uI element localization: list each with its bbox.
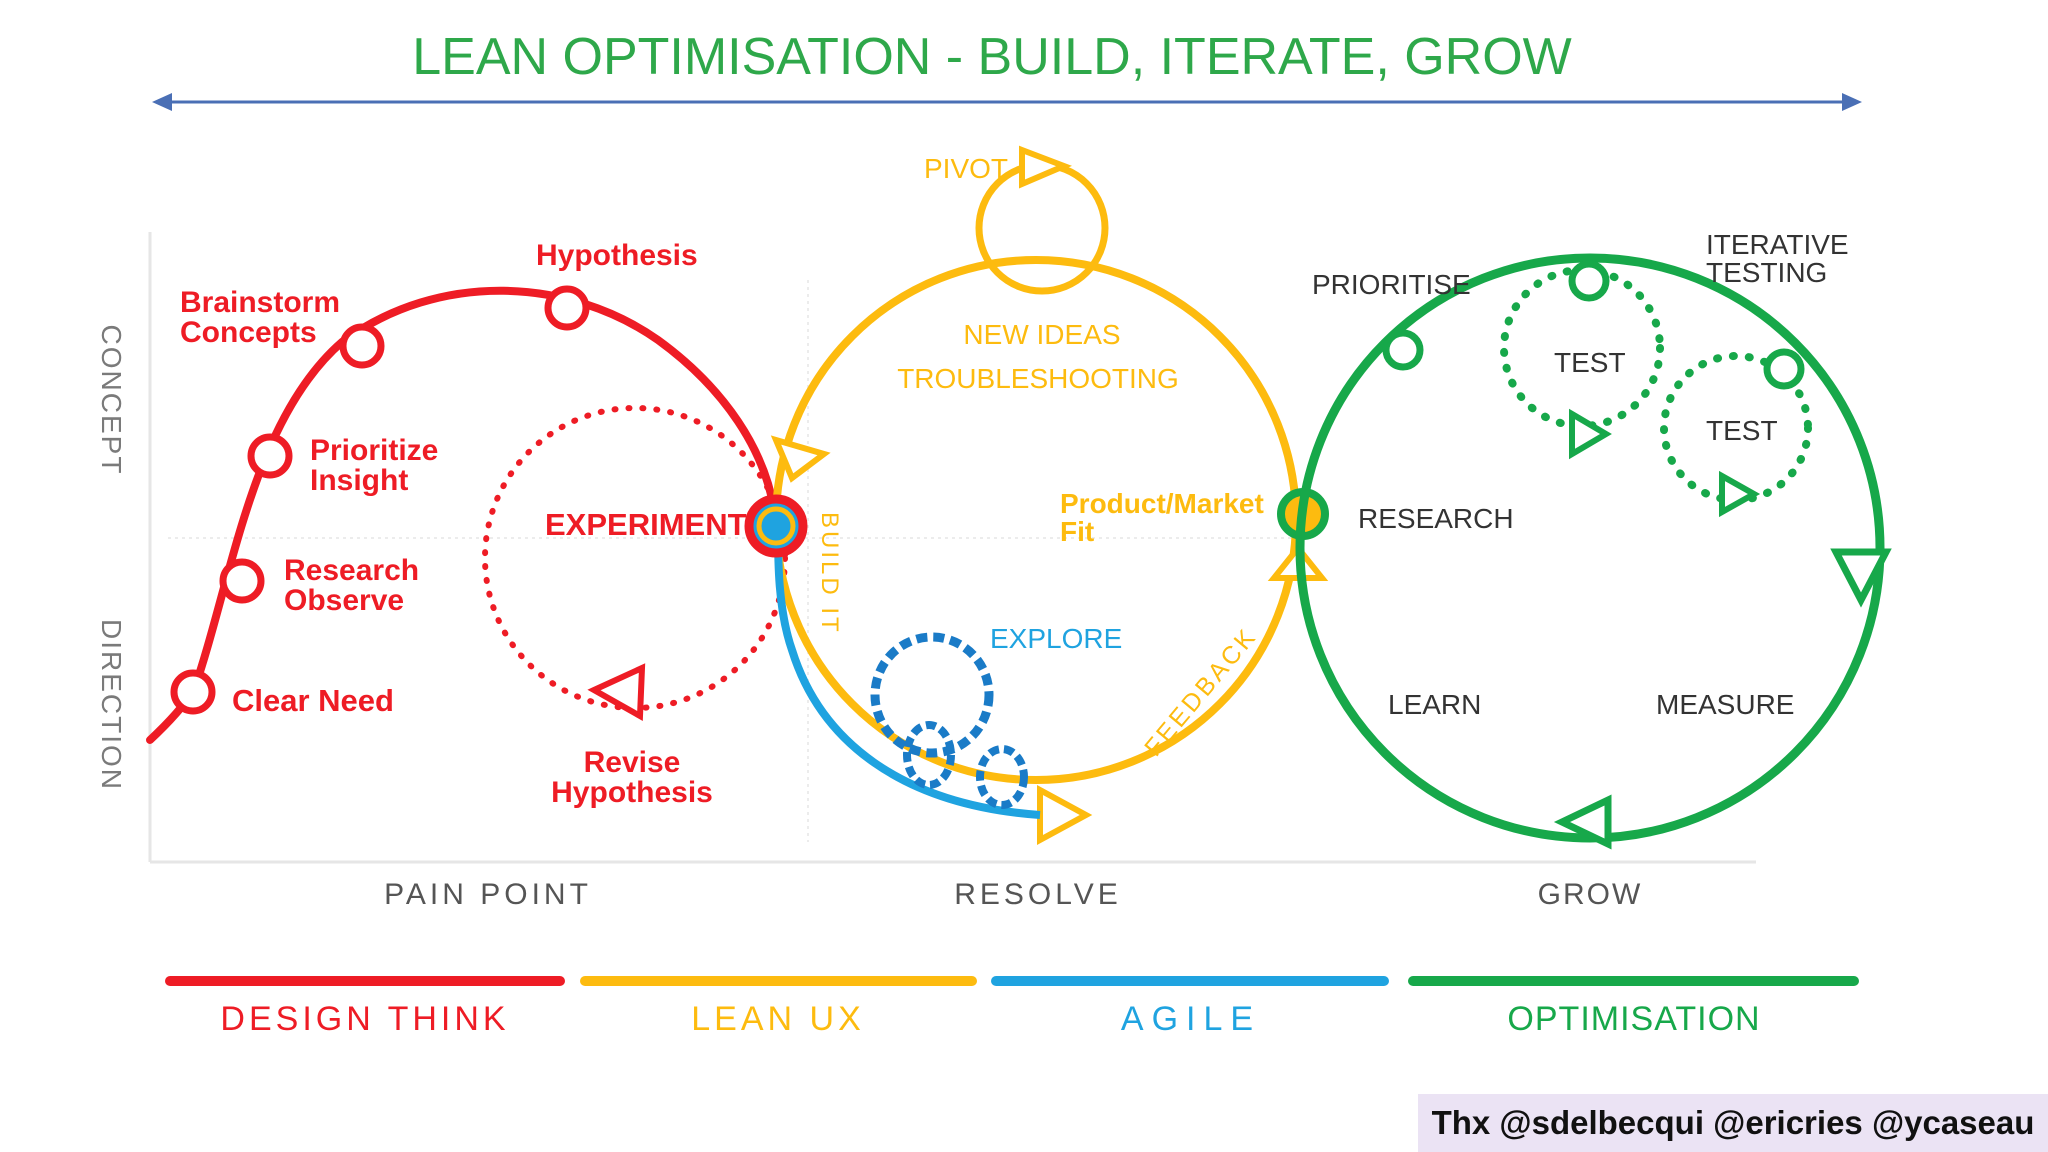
axis-label-concept: CONCEPT	[96, 325, 127, 476]
text-line: Observe	[284, 584, 404, 617]
text-line: Hypothesis	[551, 776, 713, 809]
revise-loop	[482, 405, 788, 711]
label-build-it: BUILD IT	[816, 512, 843, 635]
test-arrow-2-icon	[1719, 470, 1761, 518]
axis-label-direction: DIRECTION	[96, 619, 127, 791]
label-troubleshooting: TROUBLESHOOTING	[897, 363, 1179, 394]
node-iterative-testing	[1568, 260, 1610, 302]
label-clear-need: Clear Need	[232, 683, 394, 718]
node-hypothesis	[544, 285, 590, 331]
node-prioritize-insight	[247, 433, 293, 479]
node-research-observe	[219, 558, 265, 604]
label-hypothesis: Hypothesis	[536, 239, 698, 272]
explore-loop-large	[870, 632, 994, 758]
credit-banner: Thx @sdelbecqui @ericries @ycaseau	[1418, 1094, 2048, 1152]
text-line: ITERATIVE	[1706, 229, 1849, 260]
revise-arrow-icon	[587, 663, 646, 722]
optimisation-arrow-bottom-icon	[1553, 794, 1612, 850]
explore-loop-small-2	[976, 745, 1028, 809]
label-pivot: PIVOT	[924, 153, 1008, 184]
explore-loop-small-1	[903, 721, 955, 789]
text-line: Product/Market	[1060, 488, 1264, 519]
chart-frame	[148, 232, 1756, 864]
lean-ux-arrow-bottom-icon	[1037, 784, 1093, 846]
text-line: Insight	[310, 464, 408, 497]
label-prioritise: PRIORITISE	[1312, 269, 1471, 300]
timeline-arrow	[152, 93, 1862, 111]
legend-label-design-think: DESIGN THINK	[220, 1000, 509, 1038]
text-line: Prioritize	[310, 434, 438, 467]
lean-ux-arrow-left-icon	[770, 435, 831, 483]
label-research: RESEARCH	[1358, 503, 1514, 534]
text-line: Revise	[584, 746, 681, 779]
label-learn: LEARN	[1388, 689, 1481, 720]
node-prioritise	[1382, 329, 1424, 371]
phase-resolve: RESOLVE	[954, 878, 1122, 911]
optimisation-arrow-right-icon	[1830, 548, 1892, 608]
label-test-2: TEST	[1706, 415, 1778, 446]
legend-label-optimisation: OPTIMISATION	[1507, 1000, 1760, 1038]
label-new-ideas: NEW IDEAS	[963, 319, 1120, 350]
node-experiment-ring	[756, 506, 796, 546]
text-line: Brainstorm	[180, 286, 340, 319]
pivot-arrow-icon	[1019, 145, 1072, 189]
legend-label-lean-ux: LEAN UX	[691, 1000, 865, 1038]
node-clear-need	[170, 669, 216, 715]
text-line: Concepts	[180, 316, 317, 349]
text-line: Research	[284, 554, 419, 587]
phase-pain-point: PAIN POINT	[384, 878, 592, 911]
diagram-title: LEAN OPTIMISATION - BUILD, ITERATE, GROW	[412, 28, 1572, 86]
phase-grow: GROW	[1538, 878, 1643, 911]
label-measure: MEASURE	[1656, 689, 1794, 720]
node-test-2	[1763, 348, 1805, 390]
text-line: Fit	[1060, 516, 1094, 547]
agile-section: EXPLORE	[774, 527, 1122, 819]
label-feedback: FEEDBACK	[1139, 622, 1263, 762]
node-brainstorm-concepts	[339, 323, 385, 369]
label-experiment: EXPERIMENT	[545, 507, 747, 542]
legend-label-agile: AGILE	[1121, 1000, 1261, 1038]
label-test-1: TEST	[1554, 347, 1626, 378]
text-line: TESTING	[1706, 257, 1827, 288]
label-explore: EXPLORE	[990, 623, 1122, 654]
lean-ux-section: PIVOT NEW IDEAS TROUBLESHOOTING BUILD IT…	[770, 145, 1329, 846]
legend: DESIGN THINK LEAN UX AGILE OPTIMISATION	[165, 976, 1859, 1038]
test-arrow-1-icon	[1569, 408, 1612, 460]
agile-curve	[774, 527, 1041, 819]
